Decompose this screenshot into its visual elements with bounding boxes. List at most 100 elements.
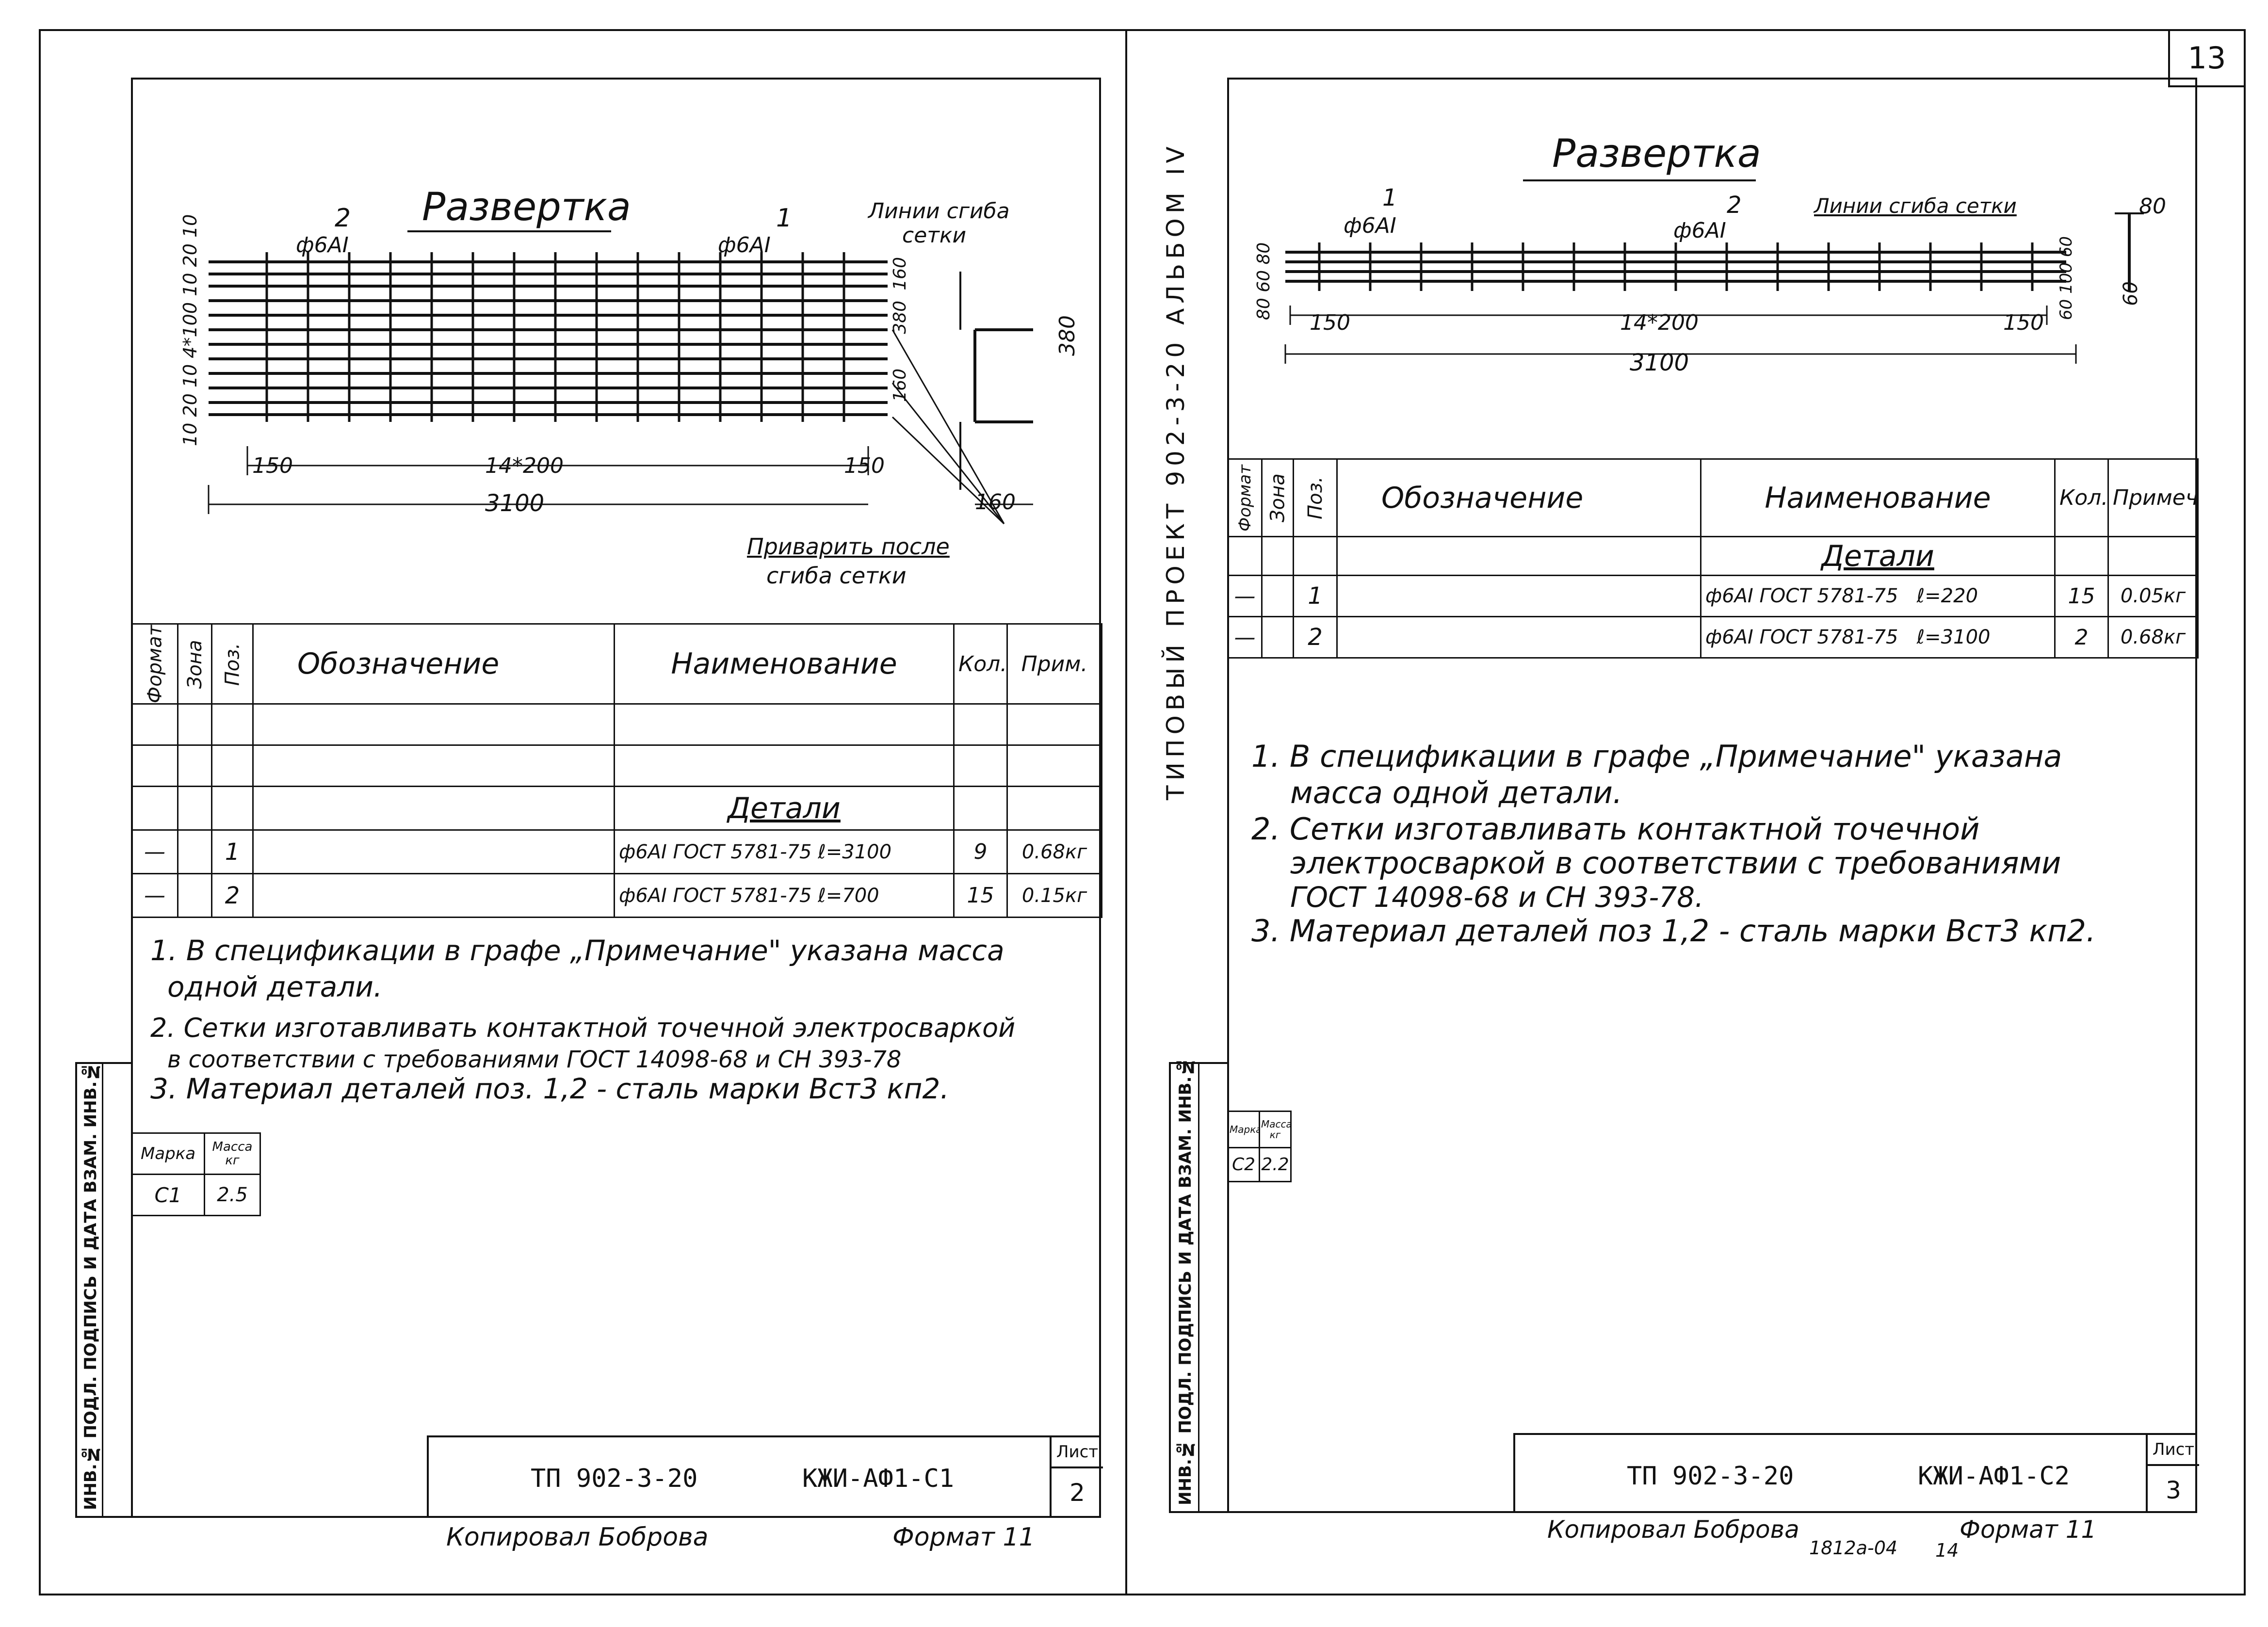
left-stamp: ТП 902-3-20 КЖИ-АФ1-С1 Лист 2 xyxy=(427,1435,1103,1518)
left-spec-h-zone: Зона xyxy=(178,624,212,704)
page-border xyxy=(39,29,2246,1595)
left-dim-150-right: 150 xyxy=(844,453,885,478)
left-bend-note-1: Линии сгиба xyxy=(868,199,1010,224)
right-drawing-title-underline xyxy=(1523,179,1756,181)
left-note-2a: 2. Сетки изготавливать контактной точечн… xyxy=(150,1013,1016,1043)
right-spec-section: Детали xyxy=(1700,536,2056,576)
left-bar2-label: 2 xyxy=(335,204,351,233)
right-bar2-spec: ф6АI xyxy=(1673,218,1726,243)
right-dim-vertical: 80 60 80 xyxy=(1254,242,1274,320)
left-dim-160-a: 160 xyxy=(890,257,910,290)
left-stamp-code: ТП 902-3-20 xyxy=(531,1464,698,1493)
left-drawing-title: Развертка xyxy=(422,184,631,229)
right-stamp-code: ТП 902-3-20 xyxy=(1627,1462,1794,1491)
left-dim-vertical: 10 20 10 4*100 10 20 10 xyxy=(179,214,201,446)
left-mark-h1: Марка xyxy=(131,1132,205,1175)
left-dim-380-side: 380 xyxy=(1055,315,1080,356)
left-spec-h-qty: Кол. xyxy=(953,623,1008,705)
left-dim-total: 3100 xyxy=(485,490,545,517)
right-side-60: 60 xyxy=(2120,281,2142,306)
left-spec-r1-pos: 1 xyxy=(211,829,254,875)
right-mark-h2: Масса кг xyxy=(1259,1111,1292,1148)
left-stamp-sheet-label: Лист xyxy=(1052,1437,1103,1468)
left-spec-section: Детали xyxy=(614,786,955,831)
page-divider xyxy=(1125,29,1127,1595)
right-spec-r2-format: — xyxy=(1227,616,1263,659)
right-bar1-label: 1 xyxy=(1382,184,1397,211)
left-spec-r1-qty: 9 xyxy=(953,829,1008,875)
right-spec-h-pos: Поз. xyxy=(1293,459,1337,537)
left-weld-note-2: сгиба сетки xyxy=(766,563,907,589)
right-spec-table: Формат Зона Поз. Обозначение Наименовани… xyxy=(1227,458,2199,659)
right-note-2b: электросваркой в соответствии с требован… xyxy=(1290,845,2061,881)
right-spec-h-designation: Обозначение xyxy=(1336,458,1701,537)
right-bar2-label: 2 xyxy=(1727,192,1742,219)
left-note-1a: 1. В спецификации в графе „Примечание" у… xyxy=(150,934,1004,967)
right-bend-note: Линии сгиба сетки xyxy=(1814,194,2017,218)
right-dim-150-left: 150 xyxy=(1310,310,1350,335)
right-spec-h-note: Примеч. xyxy=(2107,458,2199,537)
left-stamp-sheet-box: Лист 2 xyxy=(1050,1437,1103,1518)
left-spec-table: Формат Зона Поз. Обозначение Наименовани… xyxy=(131,623,1102,918)
right-dim-right: 60 100 60 xyxy=(2057,236,2076,320)
left-dim-380-a: 380 xyxy=(890,301,910,334)
left-mark-mass: 2.5 xyxy=(204,1174,261,1216)
left-bar1-label: 1 xyxy=(776,204,793,233)
page-number: 13 xyxy=(2187,40,2226,76)
left-leader-line xyxy=(891,416,1005,525)
album-vertical-label: ТИПОВЫЙ ПРОЕКТ 902-3-20 АЛЬБОМ IV xyxy=(1162,142,1190,800)
left-bar1-spec: ф6АI xyxy=(718,233,771,258)
right-spec-r1-qty: 15 xyxy=(2054,575,2109,617)
right-stamp-sheet-box: Лист 3 xyxy=(2146,1435,2199,1513)
right-spec-r1-note: 0.05кг xyxy=(2107,575,2199,617)
left-side-strip-text: ИНВ.№ ПОДЛ. ПОДПИСЬ И ДАТА ВЗАМ. ИНВ.№ xyxy=(81,1062,100,1510)
right-dim-150-right: 150 xyxy=(2003,310,2044,335)
right-dim-14x200: 14*200 xyxy=(1620,310,1699,335)
right-stamp-sheet-label: Лист xyxy=(2148,1435,2199,1466)
left-spec-h-pos: Поз. xyxy=(211,624,253,704)
left-note-2b: в соответствии с требованиями ГОСТ 14098… xyxy=(167,1046,902,1073)
right-note-1a: 1. В спецификации в графе „Примечание" у… xyxy=(1251,739,2062,774)
left-spec-r2-note: 0.15кг xyxy=(1006,873,1102,918)
left-dim-14x200: 14*200 xyxy=(485,453,564,478)
right-mark-mass: 2.2 xyxy=(1259,1147,1292,1182)
right-mesh-drawing xyxy=(1284,212,2144,364)
right-footer-code: 1812а-04 xyxy=(1809,1537,1898,1559)
right-dim-total: 3100 xyxy=(1630,349,1689,376)
left-spec-r1-name: ф6АI ГОСТ 5781-75 ℓ=3100 xyxy=(614,829,955,875)
right-spec-r2-note: 0.68кг xyxy=(2107,616,2199,659)
right-note-1b: масса одной детали. xyxy=(1290,775,1622,810)
left-spec-h-note: Прим. xyxy=(1006,623,1102,705)
right-spec-r2-name: ф6АI ГОСТ 5781-75 ℓ=3100 xyxy=(1700,616,2056,659)
right-stamp-sheet: 3 xyxy=(2166,1476,2181,1504)
left-bar2-spec: ф6АI xyxy=(296,233,349,258)
right-note-3: 3. Материал деталей поз 1,2 - сталь марк… xyxy=(1251,913,2096,949)
right-footer-num: 14 xyxy=(1935,1540,1959,1561)
left-spec-r1-format: — xyxy=(131,829,178,875)
right-spec-h-format: Формат xyxy=(1228,459,1262,537)
right-spec-h-name: Наименование xyxy=(1700,458,2056,537)
right-spec-h-zone: Зона xyxy=(1262,459,1294,537)
left-dim-150-left: 150 xyxy=(252,453,293,478)
left-mark-value: С1 xyxy=(131,1174,205,1216)
right-stamp-doc: КЖИ-АФ1-С2 xyxy=(1918,1462,2070,1491)
right-side-strip-inner xyxy=(1198,1062,1199,1513)
right-spec-h-qty: Кол. xyxy=(2054,458,2109,537)
left-footer-format: Формат 11 xyxy=(892,1523,1035,1552)
left-mark-table: Марка Масса кг С1 2.5 xyxy=(131,1132,261,1216)
right-bar1-spec: ф6АI xyxy=(1344,213,1396,238)
left-spec-r2-pos: 2 xyxy=(211,873,254,918)
left-dim-160-b: 160 xyxy=(890,369,910,402)
right-note-2a: 2. Сетки изготавливать контактной точечн… xyxy=(1251,811,1980,847)
left-bend-note-2: сетки xyxy=(902,223,967,248)
left-note-1b: одной детали. xyxy=(167,970,383,1003)
right-spec-r1-name: ф6АI ГОСТ 5781-75 ℓ=220 xyxy=(1700,575,2056,617)
right-drawing-title: Развертка xyxy=(1552,131,1761,176)
left-mark-h2: Масса кг xyxy=(204,1132,261,1175)
left-mesh-drawing xyxy=(208,252,1033,525)
left-footer-copy: Копировал Боброва xyxy=(446,1523,709,1552)
right-side-80: 80 xyxy=(2139,194,2166,219)
right-spec-r1-format: — xyxy=(1227,575,1263,617)
right-mark-value: С2 xyxy=(1227,1147,1260,1182)
right-footer-format: Формат 11 xyxy=(1960,1515,2097,1544)
